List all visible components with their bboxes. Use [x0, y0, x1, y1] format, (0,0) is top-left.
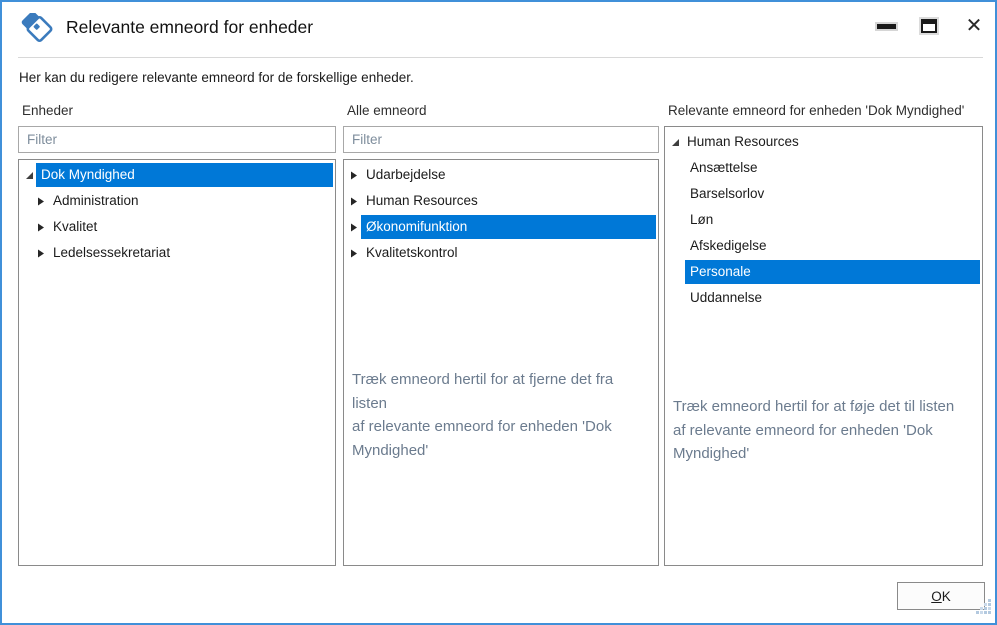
tree-item[interactable]: Økonomifunktion: [344, 214, 658, 240]
tree-item-label[interactable]: Administration: [53, 193, 139, 208]
resize-grip-icon[interactable]: [976, 599, 992, 620]
filter-input-alle-emneord[interactable]: [343, 126, 659, 153]
alle-emneord-tree: Træk emneord hertil for at fjerne det fr…: [343, 159, 659, 566]
tree-item[interactable]: Kvalitet: [19, 214, 335, 240]
expander-expanded-icon[interactable]: [24, 171, 34, 180]
close-icon[interactable]: ✕: [965, 13, 983, 37]
column-header-enheder: Enheder: [22, 103, 74, 118]
drag-hint-line: Træk emneord hertil for at fjerne det fr…: [352, 371, 614, 412]
expander-collapsed-icon[interactable]: [36, 223, 46, 232]
expander-collapsed-icon[interactable]: [36, 249, 46, 258]
tree-item[interactable]: Løn: [665, 207, 982, 233]
tree-item[interactable]: Kvalitetskontrol: [344, 240, 658, 266]
tree-item[interactable]: Udarbejdelse: [344, 162, 658, 188]
expander-collapsed-icon[interactable]: [36, 197, 46, 206]
window-title: Relevante emneord for enheder: [66, 17, 314, 37]
drag-hint-remove: Træk emneord hertil for at fjerne det fr…: [352, 368, 650, 462]
tree-item[interactable]: Dok Myndighed: [19, 162, 335, 188]
tree-item-label[interactable]: Løn: [690, 212, 714, 227]
tree-item-label[interactable]: Human Resources: [366, 193, 478, 208]
drag-hint-line: af relevante emneord for enheden 'Dok My…: [352, 418, 612, 459]
column-header-relevante: Relevante emneord for enheden 'Dok Myndi…: [668, 103, 965, 118]
titlebar-separator: [18, 57, 983, 58]
tree-item-label[interactable]: Kvalitet: [53, 219, 98, 234]
expander-collapsed-icon[interactable]: [349, 197, 359, 206]
relevante-emneord-tree: Træk emneord hertil for at føje det til …: [664, 126, 983, 566]
expander-expanded-icon[interactable]: [670, 138, 680, 147]
tags-icon: [18, 11, 56, 54]
tree-item[interactable]: Barselsorlov: [665, 181, 982, 207]
tree-item[interactable]: Human Resources: [665, 129, 982, 155]
tree-item-label[interactable]: Udarbejdelse: [366, 167, 446, 182]
drag-hint-add: Træk emneord hertil for at føje det til …: [673, 395, 974, 466]
tree-item-label[interactable]: Ansættelse: [690, 160, 758, 175]
tree-item-label[interactable]: Personale: [685, 260, 980, 284]
filter-input-enheder[interactable]: [18, 126, 336, 153]
tree-item-label[interactable]: Kvalitetskontrol: [366, 245, 458, 260]
tree-item[interactable]: Human Resources: [344, 188, 658, 214]
tree-item-label[interactable]: Økonomifunktion: [361, 215, 656, 239]
drag-hint-line: af relevante emneord for enheden 'Dok My…: [673, 421, 933, 463]
ok-button[interactable]: OK: [897, 582, 985, 610]
tree-item[interactable]: Afskedigelse: [665, 233, 982, 259]
tree-item-label[interactable]: Uddannelse: [690, 290, 763, 305]
expander-collapsed-icon[interactable]: [349, 249, 359, 258]
tree-item[interactable]: Personale: [665, 259, 982, 285]
maximize-icon[interactable]: [921, 19, 937, 33]
dialog-subtitle: Her kan du redigere relevante emneord fo…: [19, 70, 414, 85]
tree-item[interactable]: Ledelsessekretariat: [19, 240, 335, 266]
tree-item-label[interactable]: Afskedigelse: [690, 238, 767, 253]
tree-item-label[interactable]: Ledelsessekretariat: [53, 245, 171, 260]
expander-collapsed-icon[interactable]: [349, 171, 359, 180]
drag-hint-line: Træk emneord hertil for at føje det til …: [673, 398, 955, 415]
tree-item[interactable]: Ansættelse: [665, 155, 982, 181]
tree-item-label[interactable]: Dok Myndighed: [36, 163, 333, 187]
tree-item[interactable]: Administration: [19, 188, 335, 214]
tree-item-label[interactable]: Human Resources: [687, 134, 799, 149]
tree-item[interactable]: Uddannelse: [665, 285, 982, 311]
tree-item-label[interactable]: Barselsorlov: [690, 186, 765, 201]
column-header-alle-emneord: Alle emneord: [347, 103, 427, 118]
minimize-icon[interactable]: [877, 24, 896, 29]
expander-collapsed-icon[interactable]: [349, 223, 359, 232]
